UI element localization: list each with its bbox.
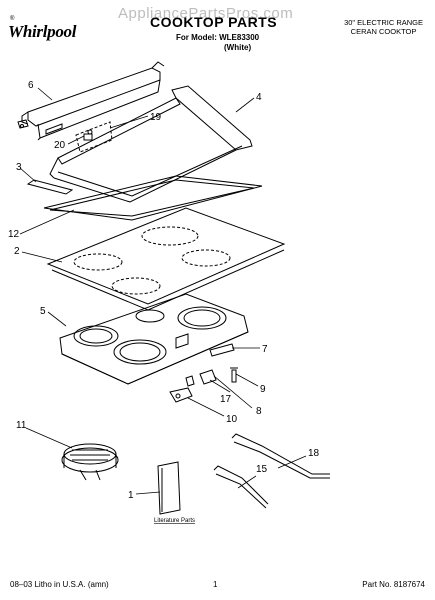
callout-8: 8 [256, 406, 262, 417]
callout-17: 17 [220, 394, 232, 405]
range-type-line-2: CERAN COOKTOP [350, 27, 417, 36]
callout-18: 18 [308, 448, 320, 459]
part-seal-frame [43, 175, 263, 221]
part-bracket [75, 121, 113, 153]
leader-lines [19, 87, 307, 495]
callout-labels: 6 4 19 20 3 12 2 5 7 9 17 8 10 11 18 15 … [8, 80, 320, 501]
part-clip [169, 387, 193, 403]
model-color: (White) [224, 43, 252, 52]
part-switch [185, 369, 217, 387]
part-screw [230, 367, 238, 383]
footer-litho: 08–03 Litho in U.S.A. (amn) [10, 580, 109, 589]
part-literature [157, 461, 181, 515]
brand-logo: Whirlpool ® [8, 16, 77, 42]
brand-name: Whirlpool [8, 22, 77, 41]
model-number: For Model: WLE83300 [176, 33, 260, 42]
callout-11: 11 [16, 420, 27, 431]
callout-3: 3 [16, 162, 22, 173]
registered-mark: ® [10, 16, 15, 22]
part-rear-frame [49, 85, 253, 203]
page-title: COOKTOP PARTS [150, 14, 278, 30]
literature-parts-label: Literature Parts [154, 518, 195, 524]
part-insulation-strip [26, 179, 74, 195]
callout-12: 12 [8, 229, 20, 240]
callout-10: 10 [226, 414, 238, 425]
range-type-label: 30" ELECTRIC RANGE CERAN COOKTOP [344, 18, 423, 36]
part-rod-15 [213, 465, 269, 509]
callout-6: 6 [28, 80, 34, 91]
part-glass-cooktop [46, 207, 286, 311]
callout-7: 7 [262, 344, 268, 355]
callout-5: 5 [40, 306, 46, 317]
callout-1: 1 [128, 490, 134, 501]
part-burner-tray [59, 293, 249, 385]
callout-19: 19 [150, 112, 162, 123]
part-terminal-strip [209, 343, 235, 357]
callout-9: 9 [260, 384, 266, 395]
watermark-text: AppliancePartsPros.com [118, 5, 294, 22]
part-radiant-element [61, 443, 119, 481]
callout-15: 15 [256, 464, 268, 475]
footer-part-number: Part No. 8187674 [362, 580, 425, 589]
range-type-line-1: 30" ELECTRIC RANGE [344, 18, 423, 27]
callout-4: 4 [256, 92, 262, 103]
part-backguard-trim [17, 61, 165, 141]
footer-page-number: 1 [213, 580, 218, 589]
callout-20: 20 [54, 140, 66, 151]
callout-2: 2 [14, 246, 20, 257]
